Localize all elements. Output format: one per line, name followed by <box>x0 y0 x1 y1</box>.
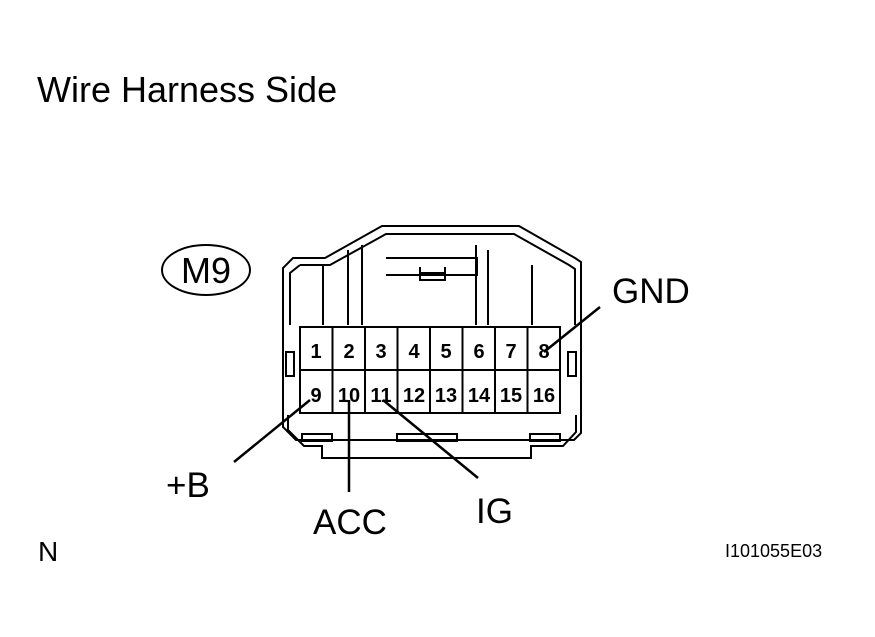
pin-1: 1 <box>310 341 321 363</box>
ig-label: IG <box>476 492 513 531</box>
diagram-title: Wire Harness Side <box>37 69 338 110</box>
pin-4: 4 <box>408 341 420 363</box>
connector-id-text: M9 <box>181 250 231 291</box>
pin-10: 10 <box>338 385 360 407</box>
pin-7: 7 <box>505 341 516 363</box>
pin-6: 6 <box>473 341 484 363</box>
pin-12: 12 <box>403 385 425 407</box>
plus-b-leader-line <box>233 399 311 463</box>
pin-5: 5 <box>440 341 451 363</box>
pin-13: 13 <box>435 385 457 407</box>
gnd-label: GND <box>612 272 690 311</box>
gnd-leader-line <box>543 306 601 353</box>
connector-id-label: M9 <box>161 244 251 296</box>
pin-14: 14 <box>468 385 491 407</box>
pin-grid <box>299 326 561 414</box>
callout-lines <box>233 306 601 492</box>
pin-9: 9 <box>310 385 321 407</box>
pin-16: 16 <box>533 385 555 407</box>
acc-label: ACC <box>313 503 387 542</box>
figure-reference-code: I101055E03 <box>725 541 823 561</box>
pin-2: 2 <box>343 341 354 363</box>
view-code-label: N <box>38 536 59 567</box>
pin-3: 3 <box>375 341 386 363</box>
ig-leader-line <box>382 399 479 479</box>
pin-15: 15 <box>500 385 522 407</box>
plus-b-label: +B <box>166 466 210 505</box>
pin-row-bottom: 9 10 11 12 13 14 15 16 <box>310 385 555 407</box>
connector-housing <box>282 225 582 459</box>
